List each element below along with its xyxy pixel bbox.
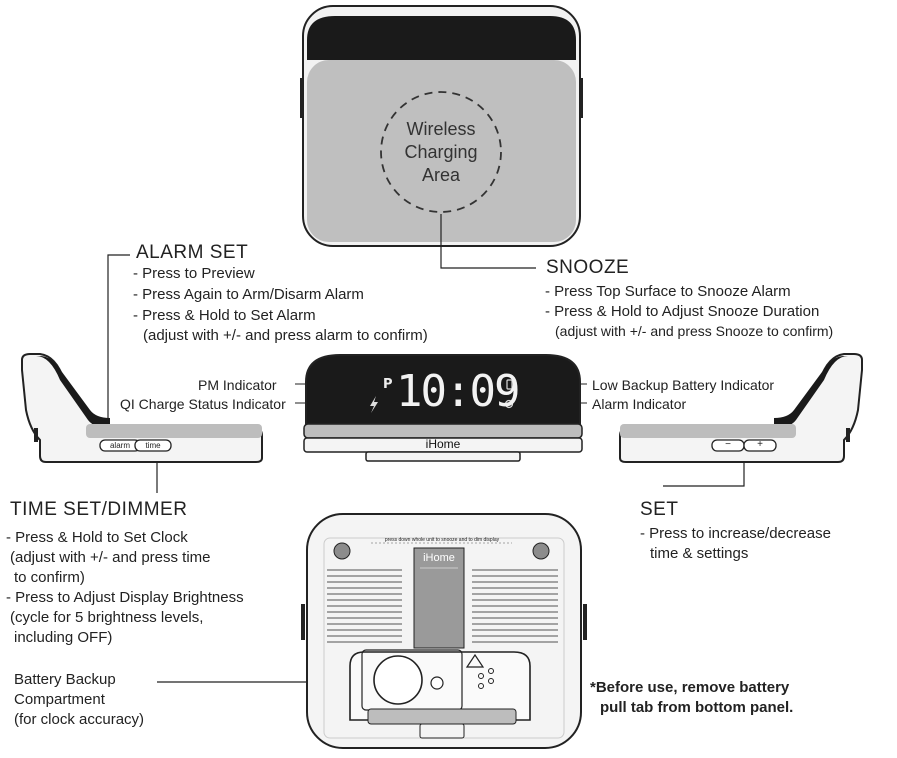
pull-tab[interactable]: [367, 708, 517, 725]
snooze-line: (adjust with +/- and press Snooze to con…: [555, 323, 834, 339]
alarm-leader: [107, 254, 130, 440]
alarm-set-line: (adjust with +/- and press alarm to conf…: [143, 327, 428, 344]
time-set-line: to confirm): [14, 569, 85, 586]
charging-area-label: Wireless Charging Area: [381, 118, 501, 187]
time-set-line: (cycle for 5 brightness levels,: [10, 609, 204, 626]
top-view-device: [300, 5, 583, 247]
footnote-line: *Before use, remove battery: [590, 679, 790, 696]
charging-area-line: Charging: [404, 142, 478, 162]
right-side-view: [619, 353, 863, 463]
front-brand: iHome: [425, 437, 461, 451]
snooze-leader: [440, 214, 536, 269]
alarm-button[interactable]: alarm: [109, 441, 130, 450]
battery-label-line: Compartment: [14, 691, 105, 708]
time-set-line: - Press & Hold to Set Clock: [6, 529, 188, 546]
alarm-clock-icon: [504, 399, 514, 409]
time-set-heading: TIME SET/DIMMER: [10, 499, 188, 520]
coin-battery: [373, 655, 423, 705]
time-set-line: including OFF): [14, 629, 113, 646]
qi-indicator-label: QI Charge Status Indicator: [120, 396, 286, 412]
time-set-line: (adjust with +/- and press time: [10, 549, 211, 566]
charging-area-ring: [380, 91, 502, 213]
alarm-set-heading: ALARM SET: [136, 242, 249, 263]
alarm-indicator-label: Alarm Indicator: [592, 396, 687, 412]
bottom-note: press down whole unit to snooze and to d…: [384, 537, 500, 543]
battery-screw-icon: [430, 676, 444, 690]
warning-icon: [465, 653, 485, 668]
charging-area-line: Wireless: [406, 119, 476, 139]
set-leader: [663, 452, 745, 487]
minus-button[interactable]: −: [725, 439, 731, 450]
front-view-device: [303, 354, 583, 462]
bottom-brand: iHome: [423, 552, 455, 564]
alarm-set-line: - Press to Preview: [133, 265, 255, 282]
footnote-line: pull tab from bottom panel.: [600, 699, 794, 716]
plus-button[interactable]: +: [757, 439, 763, 450]
battery-label-line: (for clock accuracy): [14, 711, 145, 728]
charging-area-line: Area: [421, 165, 461, 185]
pm-indicator-label: PM Indicator: [198, 377, 277, 393]
low-battery-indicator-label: Low Backup Battery Indicator: [592, 377, 775, 393]
battery-label-line: Battery Backup: [14, 671, 116, 688]
label-plate: [413, 547, 465, 649]
alarm-set-line: - Press & Hold to Set Alarm: [133, 307, 316, 324]
time-set-line: - Press to Adjust Display Brightness: [6, 589, 244, 606]
pm-letter: P: [383, 377, 393, 392]
snooze-heading: SNOOZE: [546, 257, 630, 278]
snooze-line: - Press Top Surface to Snooze Alarm: [545, 283, 791, 300]
battery-icon: [506, 379, 513, 390]
set-line: time & settings: [650, 545, 749, 562]
alarm-set-line: - Press Again to Arm/Disarm Alarm: [133, 286, 364, 303]
snooze-line: - Press & Hold to Adjust Snooze Duration: [545, 303, 820, 320]
qi-charge-icon: [370, 396, 378, 413]
set-heading: SET: [640, 499, 679, 520]
clock-time: 10:09: [396, 366, 520, 417]
bottom-view-device: [301, 513, 587, 749]
set-line: - Press to increase/decrease: [640, 525, 831, 542]
left-side-view: [21, 353, 263, 463]
time-button[interactable]: time: [145, 441, 161, 450]
